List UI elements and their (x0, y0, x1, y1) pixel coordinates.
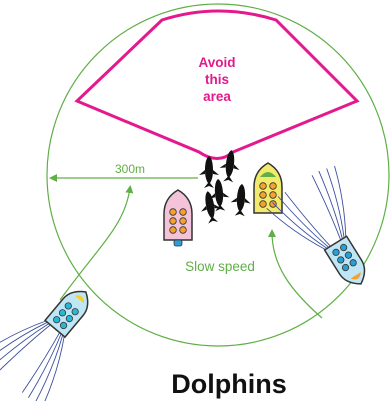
yellow-boat-icon (254, 163, 282, 213)
diagram-title: Dolphins (171, 369, 287, 399)
dolphin-pod (198, 149, 252, 224)
pink-boat-icon (164, 190, 192, 246)
approaching-boat-right (265, 163, 390, 305)
leaving-boat-left (0, 266, 116, 401)
avoid-label-line-1: Avoid (199, 55, 236, 70)
avoid-label-line-3: area (203, 89, 231, 104)
slow-speed-right-arc (272, 232, 322, 318)
slow-speed-left-arc (60, 188, 130, 300)
distance-label: 300m (115, 162, 145, 176)
avoid-label-line-2: this (205, 72, 229, 87)
slow-speed-label: Slow speed (185, 259, 255, 274)
dolphin-icon (230, 183, 252, 216)
